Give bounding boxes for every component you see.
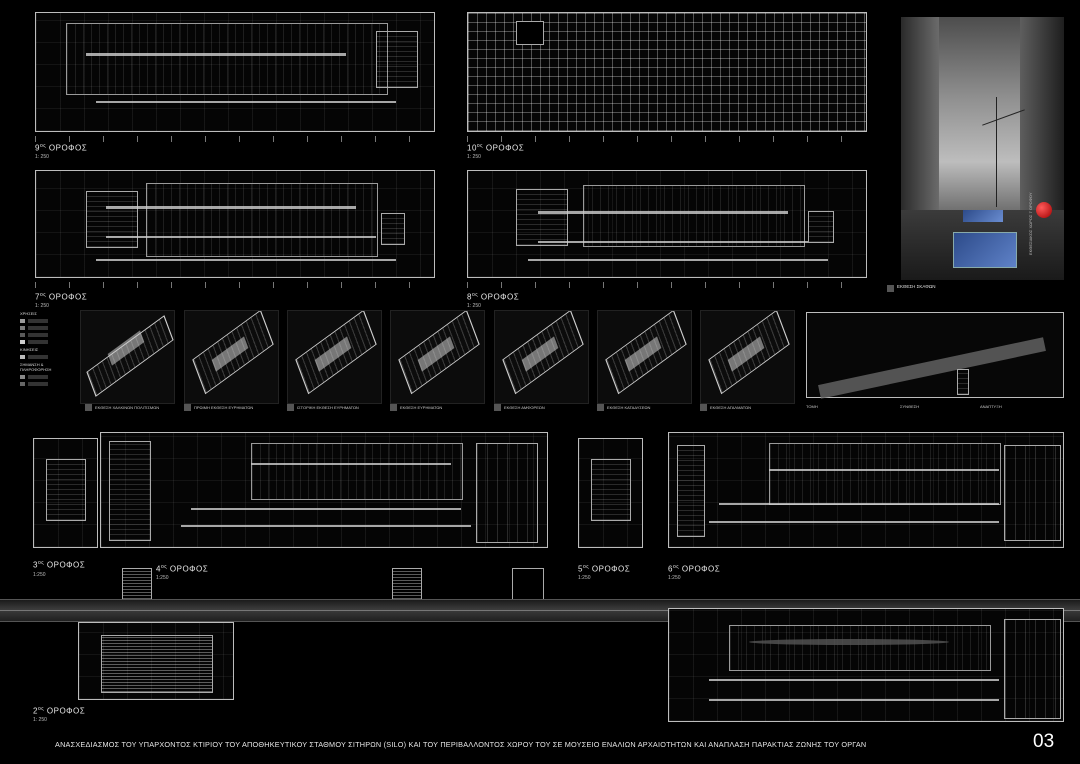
axo-label-4: ΕΚΘΕΣΗ ΕΥΡΗΜΑΤΩΝ xyxy=(400,405,443,410)
section-label-2: ΣΥΝΘΕΣΗ xyxy=(900,404,920,409)
footer-title: ΑΝΑΣΧΕΔΙΑΣΜΟΣ ΤΟΥ ΥΠΑΡΧΟΝΤΟΣ ΚΤΙΡΙΟΥ ΤΟΥ… xyxy=(55,740,867,749)
axo-panel-5 xyxy=(494,310,589,404)
axo-panel-4 xyxy=(390,310,485,404)
axo-label-5: ΕΚΘΕΣΗ ΑΜΦΟΡΕΩΝ xyxy=(504,405,545,410)
floor-label-10: 10ος ΟΡΟΦΟΣ xyxy=(467,143,525,153)
legend: ΧΡΗΣΕΙΣ ΚΙΝΗΣΕΙΣ ΣΗΜΑΝΣΗ & ΠΛΗΡΟΦΟΡΗΣΗ xyxy=(20,311,64,389)
stair-block xyxy=(392,568,422,600)
caption-bullet-icon xyxy=(700,404,707,411)
dimension-ticks xyxy=(35,282,435,288)
caption-bullet-icon xyxy=(390,404,397,411)
scale-2: 1: 250 xyxy=(33,717,47,723)
floor-plan-7 xyxy=(35,170,435,278)
scale-7: 1: 250 xyxy=(35,303,49,309)
axo-panel-3 xyxy=(287,310,382,404)
caption-bullet-icon xyxy=(597,404,604,411)
scale-9: 1: 250 xyxy=(35,154,49,160)
axo-label-2: ΠΡΩΙΜΗ ΕΚΘΕΣΗ ΕΥΡΗΜΑΤΩΝ xyxy=(194,405,254,410)
scale-10: 1: 250 xyxy=(467,154,481,160)
floor-label-3: 3ος ΟΡΟΦΟΣ xyxy=(33,560,86,570)
legend-title-signage: ΣΗΜΑΝΣΗ & ΠΛΗΡΟΦΟΡΗΣΗ xyxy=(20,362,52,372)
caption-bullet-icon xyxy=(184,404,191,411)
floor-plan-10 xyxy=(467,12,867,132)
render-note-title: ΕΚΘΕΣΗ ΣΚΑΦΩΝ xyxy=(897,284,936,289)
museum-interior-render xyxy=(901,17,1064,280)
dimension-ticks xyxy=(467,136,867,142)
axo-panel-2 xyxy=(184,310,279,404)
scale-3: 1:250 xyxy=(33,572,46,578)
ground-floor-plan xyxy=(668,608,1064,722)
caption-bullet-icon xyxy=(287,404,294,411)
axo-label-6: ΕΚΘΕΣΗ ΚΑΤΑΔΥΣΕΩΝ xyxy=(607,405,651,410)
floor-plan-6 xyxy=(668,432,1064,548)
floor-label-6: 6ος ΟΡΟΦΟΣ xyxy=(668,564,721,574)
red-ball-shape xyxy=(1036,202,1052,218)
section-diagram xyxy=(806,312,1064,399)
axo-panel-7 xyxy=(700,310,795,404)
legend-title-uses: ΧΡΗΣΕΙΣ xyxy=(20,311,37,316)
floor-plan-8 xyxy=(467,170,867,278)
floor-plan-9 xyxy=(35,12,435,132)
floor-label-7: 7ος ΟΡΟΦΟΣ xyxy=(35,292,88,302)
scale-6: 1:250 xyxy=(668,575,681,581)
legend-title-movement: ΚΙΝΗΣΕΙΣ xyxy=(20,347,39,352)
caption-bullet-icon xyxy=(494,404,501,411)
render-caption: ΕΚΘΕΣΙΑΚΟΣ ΧΩΡΟΣ 7 ΟΡΟΦΟΥ xyxy=(1028,192,1033,255)
axo-label-7: ΕΚΘΕΣΗ ΑΓΑΛΜΑΤΩΝ xyxy=(710,405,752,410)
section-label-3: ΑΝΑΠΤΥΞΗ xyxy=(980,404,1002,409)
dimension-ticks xyxy=(35,136,435,142)
floor-label-2: 2ος ΟΡΟΦΟΣ xyxy=(33,706,86,716)
caption-bullet-icon xyxy=(85,404,92,411)
floor-plan-4 xyxy=(100,432,548,548)
floor-label-9: 9ος ΟΡΟΦΟΣ xyxy=(35,143,88,153)
axo-label-1: ΕΚΘΕΣΗ ΧΑΛΚΙΝΩΝ ΠΟΛΙΤΙΣΜΩΝ xyxy=(95,405,160,410)
floor-label-5: 5ος ΟΡΟΦΟΣ xyxy=(578,564,631,574)
scale-4: 1:250 xyxy=(156,575,169,581)
axo-panel-1 xyxy=(80,310,175,404)
stair-block xyxy=(122,568,152,600)
axo-panel-6 xyxy=(597,310,692,404)
scale-8: 1: 250 xyxy=(467,303,481,309)
outline-block xyxy=(512,568,544,600)
section-label-1: ΤΟΜΗ xyxy=(806,404,818,409)
floor-label-8: 8ος ΟΡΟΦΟΣ xyxy=(467,292,520,302)
floor-plan-3 xyxy=(33,438,98,548)
note-bullet-icon xyxy=(887,285,894,292)
page-number: 03 xyxy=(1033,731,1055,752)
scale-5: 1:250 xyxy=(578,575,591,581)
floor-plan-2 xyxy=(78,622,234,700)
axo-label-3: ΙΣΤΟΡΙΚΗ ΕΚΘΕΣΗ ΕΥΡΗΜΑΤΩΝ xyxy=(297,405,359,410)
floor-label-4: 4ος ΟΡΟΦΟΣ xyxy=(156,564,209,574)
dimension-ticks xyxy=(467,282,867,288)
floor-plan-5 xyxy=(578,438,643,548)
